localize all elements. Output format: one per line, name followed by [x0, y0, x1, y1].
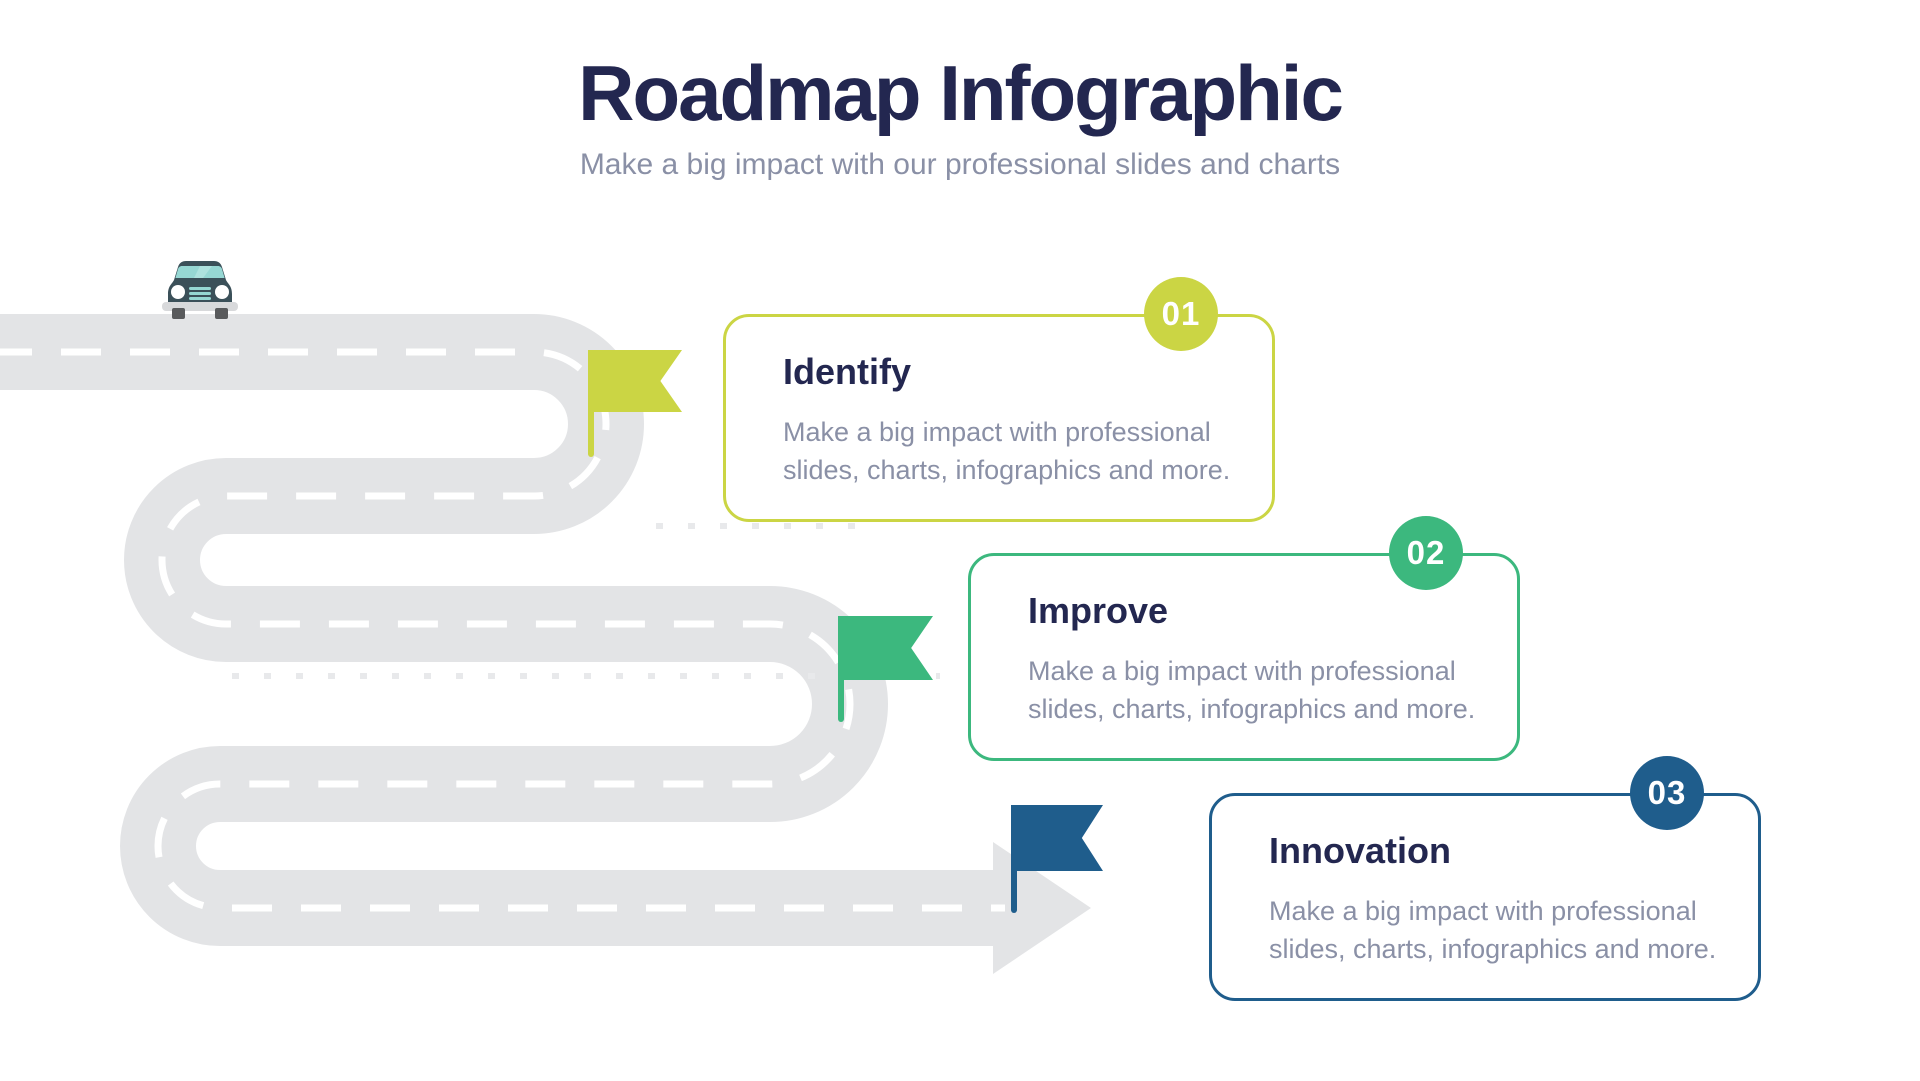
road-arrow-icon [993, 842, 1091, 974]
step-number-badge: 01 [1144, 277, 1218, 351]
step-title: Innovation [1269, 830, 1451, 871]
step-card-improve: 02 Improve Make a big impact with profes… [968, 516, 1520, 761]
step-number-badge: 02 [1389, 516, 1463, 590]
car-icon [162, 261, 238, 319]
step-title: Improve [1028, 590, 1169, 631]
step-number-badge: 03 [1630, 756, 1704, 830]
step-description: Make a big impact with professional slid… [783, 417, 1231, 485]
page-title: Roadmap Infographic [578, 49, 1344, 137]
step-description: Make a big impact with professional slid… [1028, 656, 1476, 724]
page-subtitle: Make a big impact with our professional … [579, 148, 1341, 181]
road-center-dashes [0, 348, 1005, 912]
step-card-innovation: 03 Innovation Make a big impact with pro… [1209, 756, 1761, 1001]
step-card-identify: 01 Identify Make a big impact with profe… [723, 277, 1275, 522]
step-title: Identify [783, 351, 912, 392]
step-description: Make a big impact with professional slid… [1269, 896, 1717, 964]
